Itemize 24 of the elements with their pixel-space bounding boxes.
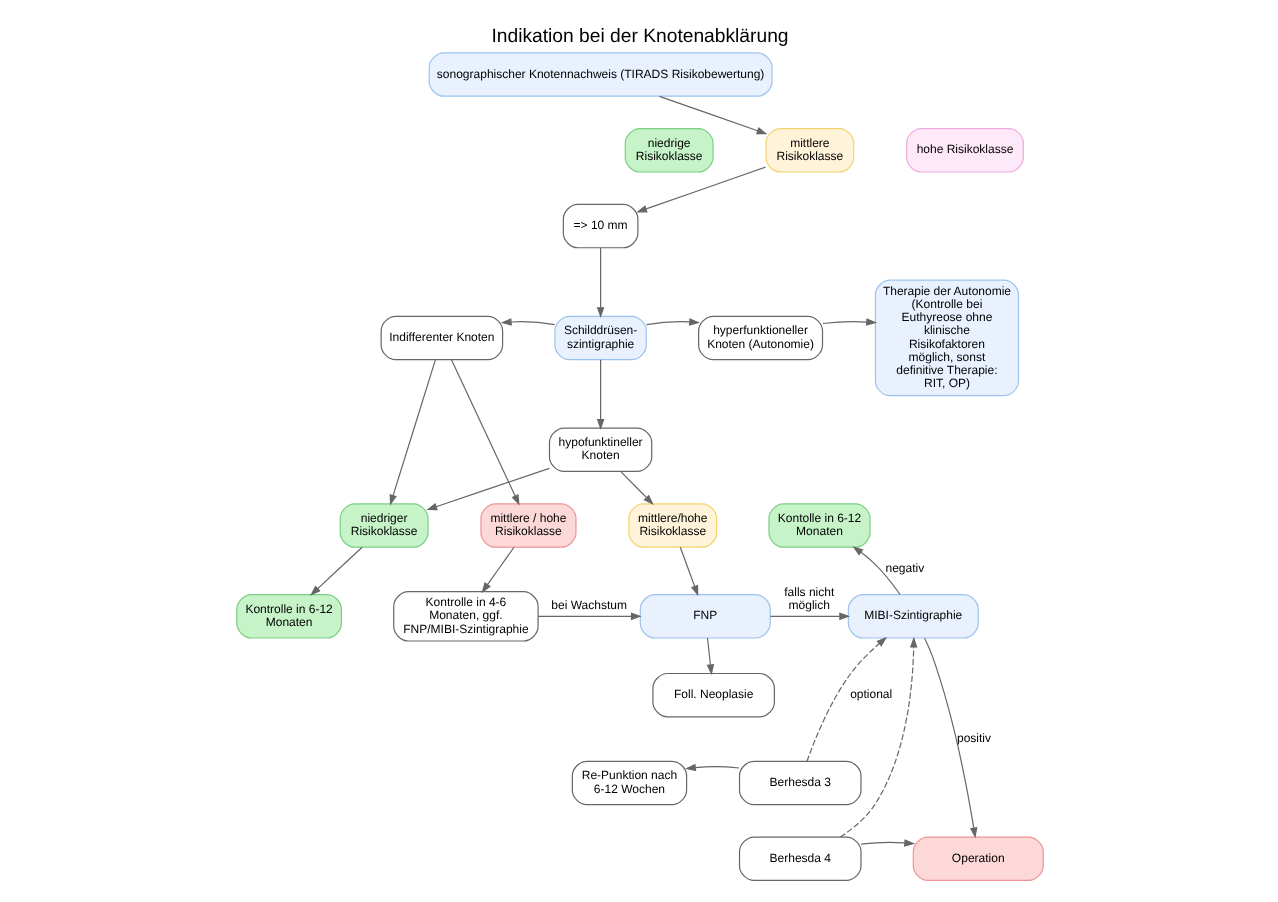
arrow — [805, 636, 887, 762]
arrow — [309, 546, 362, 596]
arrow — [480, 546, 514, 594]
arrow — [923, 637, 977, 839]
arrow — [851, 546, 900, 596]
arrow — [388, 359, 436, 506]
arrow — [635, 166, 766, 213]
arrow — [449, 359, 519, 506]
arrow — [657, 95, 767, 135]
arrow — [768, 612, 850, 621]
arrow — [821, 318, 876, 326]
diagram-title: Indikation bei der Knotenabklärung — [490, 25, 788, 48]
arrow — [705, 637, 714, 676]
arrow — [684, 763, 739, 772]
arrow — [595, 359, 604, 430]
arrow — [644, 318, 700, 326]
arrow — [619, 471, 653, 506]
arrow — [595, 247, 604, 319]
arrow — [499, 318, 555, 326]
arrow — [678, 546, 698, 597]
arrow — [425, 467, 549, 511]
arrow — [859, 839, 915, 847]
arrow — [838, 636, 917, 838]
arrow — [536, 612, 641, 621]
